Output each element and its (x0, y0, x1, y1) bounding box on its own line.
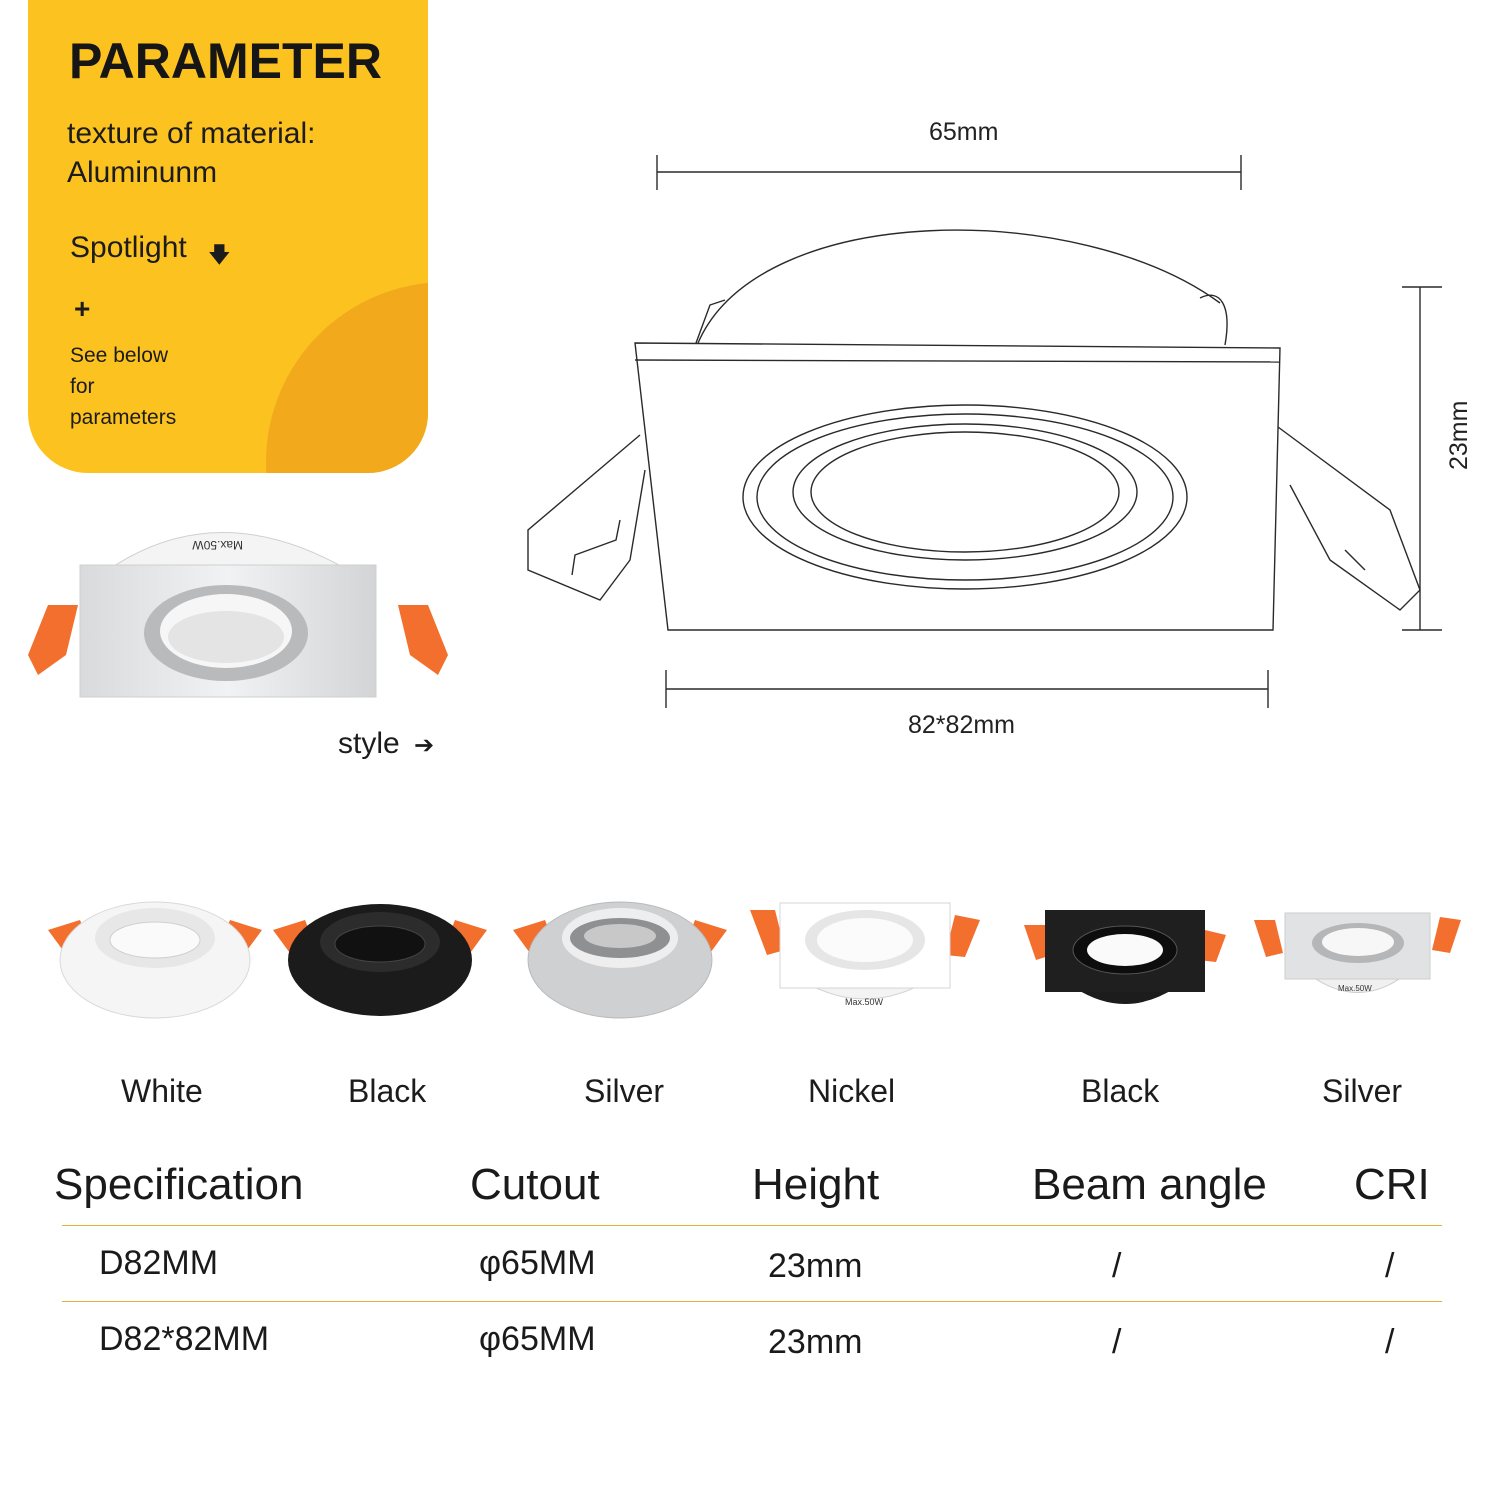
table-cell: 23mm (768, 1323, 863, 1361)
variant-name: Nickel (808, 1073, 896, 1109)
parameter-title: PARAMETER (69, 33, 382, 89)
variant-nickel-square: Max.50W (750, 902, 980, 1007)
header-cutout: Cutout (470, 1160, 600, 1209)
table-divider (62, 1225, 1442, 1226)
header-beam-angle: Beam angle (1032, 1160, 1267, 1209)
table-cell: φ65MM (479, 1320, 596, 1358)
table-cell: / (1112, 1323, 1122, 1361)
arrow-right-icon: ➔ (414, 732, 435, 759)
material-value: Aluminunm (67, 156, 218, 189)
variant-black-round (273, 904, 487, 1016)
dimension-top-label: 65mm (929, 118, 999, 146)
dimension-drawing (527, 155, 1442, 708)
variant-label-text: Max.50W (845, 997, 884, 1007)
variant-name: Black (348, 1073, 427, 1109)
header-cri: CRI (1354, 1160, 1430, 1209)
arrow-down-icon: 🡇 (208, 242, 231, 267)
header-height: Height (752, 1160, 880, 1209)
variant-label-text: Max.50W (1338, 984, 1372, 993)
variant-name: Silver (1322, 1073, 1403, 1109)
dimension-bottom-label: 82*82mm (908, 711, 1015, 739)
product-photo-square-silver: Max.50W (28, 532, 448, 698)
header-specification: Specification (54, 1160, 304, 1209)
table-cell: D82MM (99, 1244, 219, 1282)
table-cell: φ65MM (479, 1244, 596, 1282)
table-cell: / (1385, 1247, 1395, 1285)
dimension-side-text: 23mm (1445, 400, 1473, 470)
note-line: See below (70, 344, 169, 367)
table-cell: / (1385, 1323, 1395, 1361)
material-label: texture of material: (67, 117, 316, 150)
plus-sign: + (74, 293, 91, 324)
parameter-card: PARAMETER texture of material: Aluminunm… (28, 0, 428, 473)
variant-name: Silver (584, 1073, 665, 1109)
variant-silver-round (513, 901, 727, 1019)
style-label: style (338, 727, 400, 760)
product-label-text: Max.50W (192, 538, 243, 552)
variant-black-square (1024, 910, 1226, 1004)
table-divider (62, 1301, 1442, 1302)
spotlight-label: Spotlight (70, 231, 187, 264)
variant-name: Black (1081, 1073, 1160, 1109)
table-cell: 23mm (768, 1247, 863, 1285)
variant-name: White (121, 1073, 203, 1109)
variant-silver-square: Max.50W (1254, 912, 1461, 993)
table-cell: D82*82MM (99, 1320, 270, 1358)
note-line: parameters (70, 406, 177, 429)
table-cell: / (1112, 1247, 1122, 1285)
dimension-side-label: 23mm (1445, 401, 1474, 470)
parameters-note: See below for parameters (70, 340, 240, 433)
note-line: for (70, 375, 95, 398)
card-decoration (266, 282, 428, 473)
svg-text:Max.50W: Max.50W (192, 538, 243, 552)
variant-white-round (48, 901, 262, 1019)
